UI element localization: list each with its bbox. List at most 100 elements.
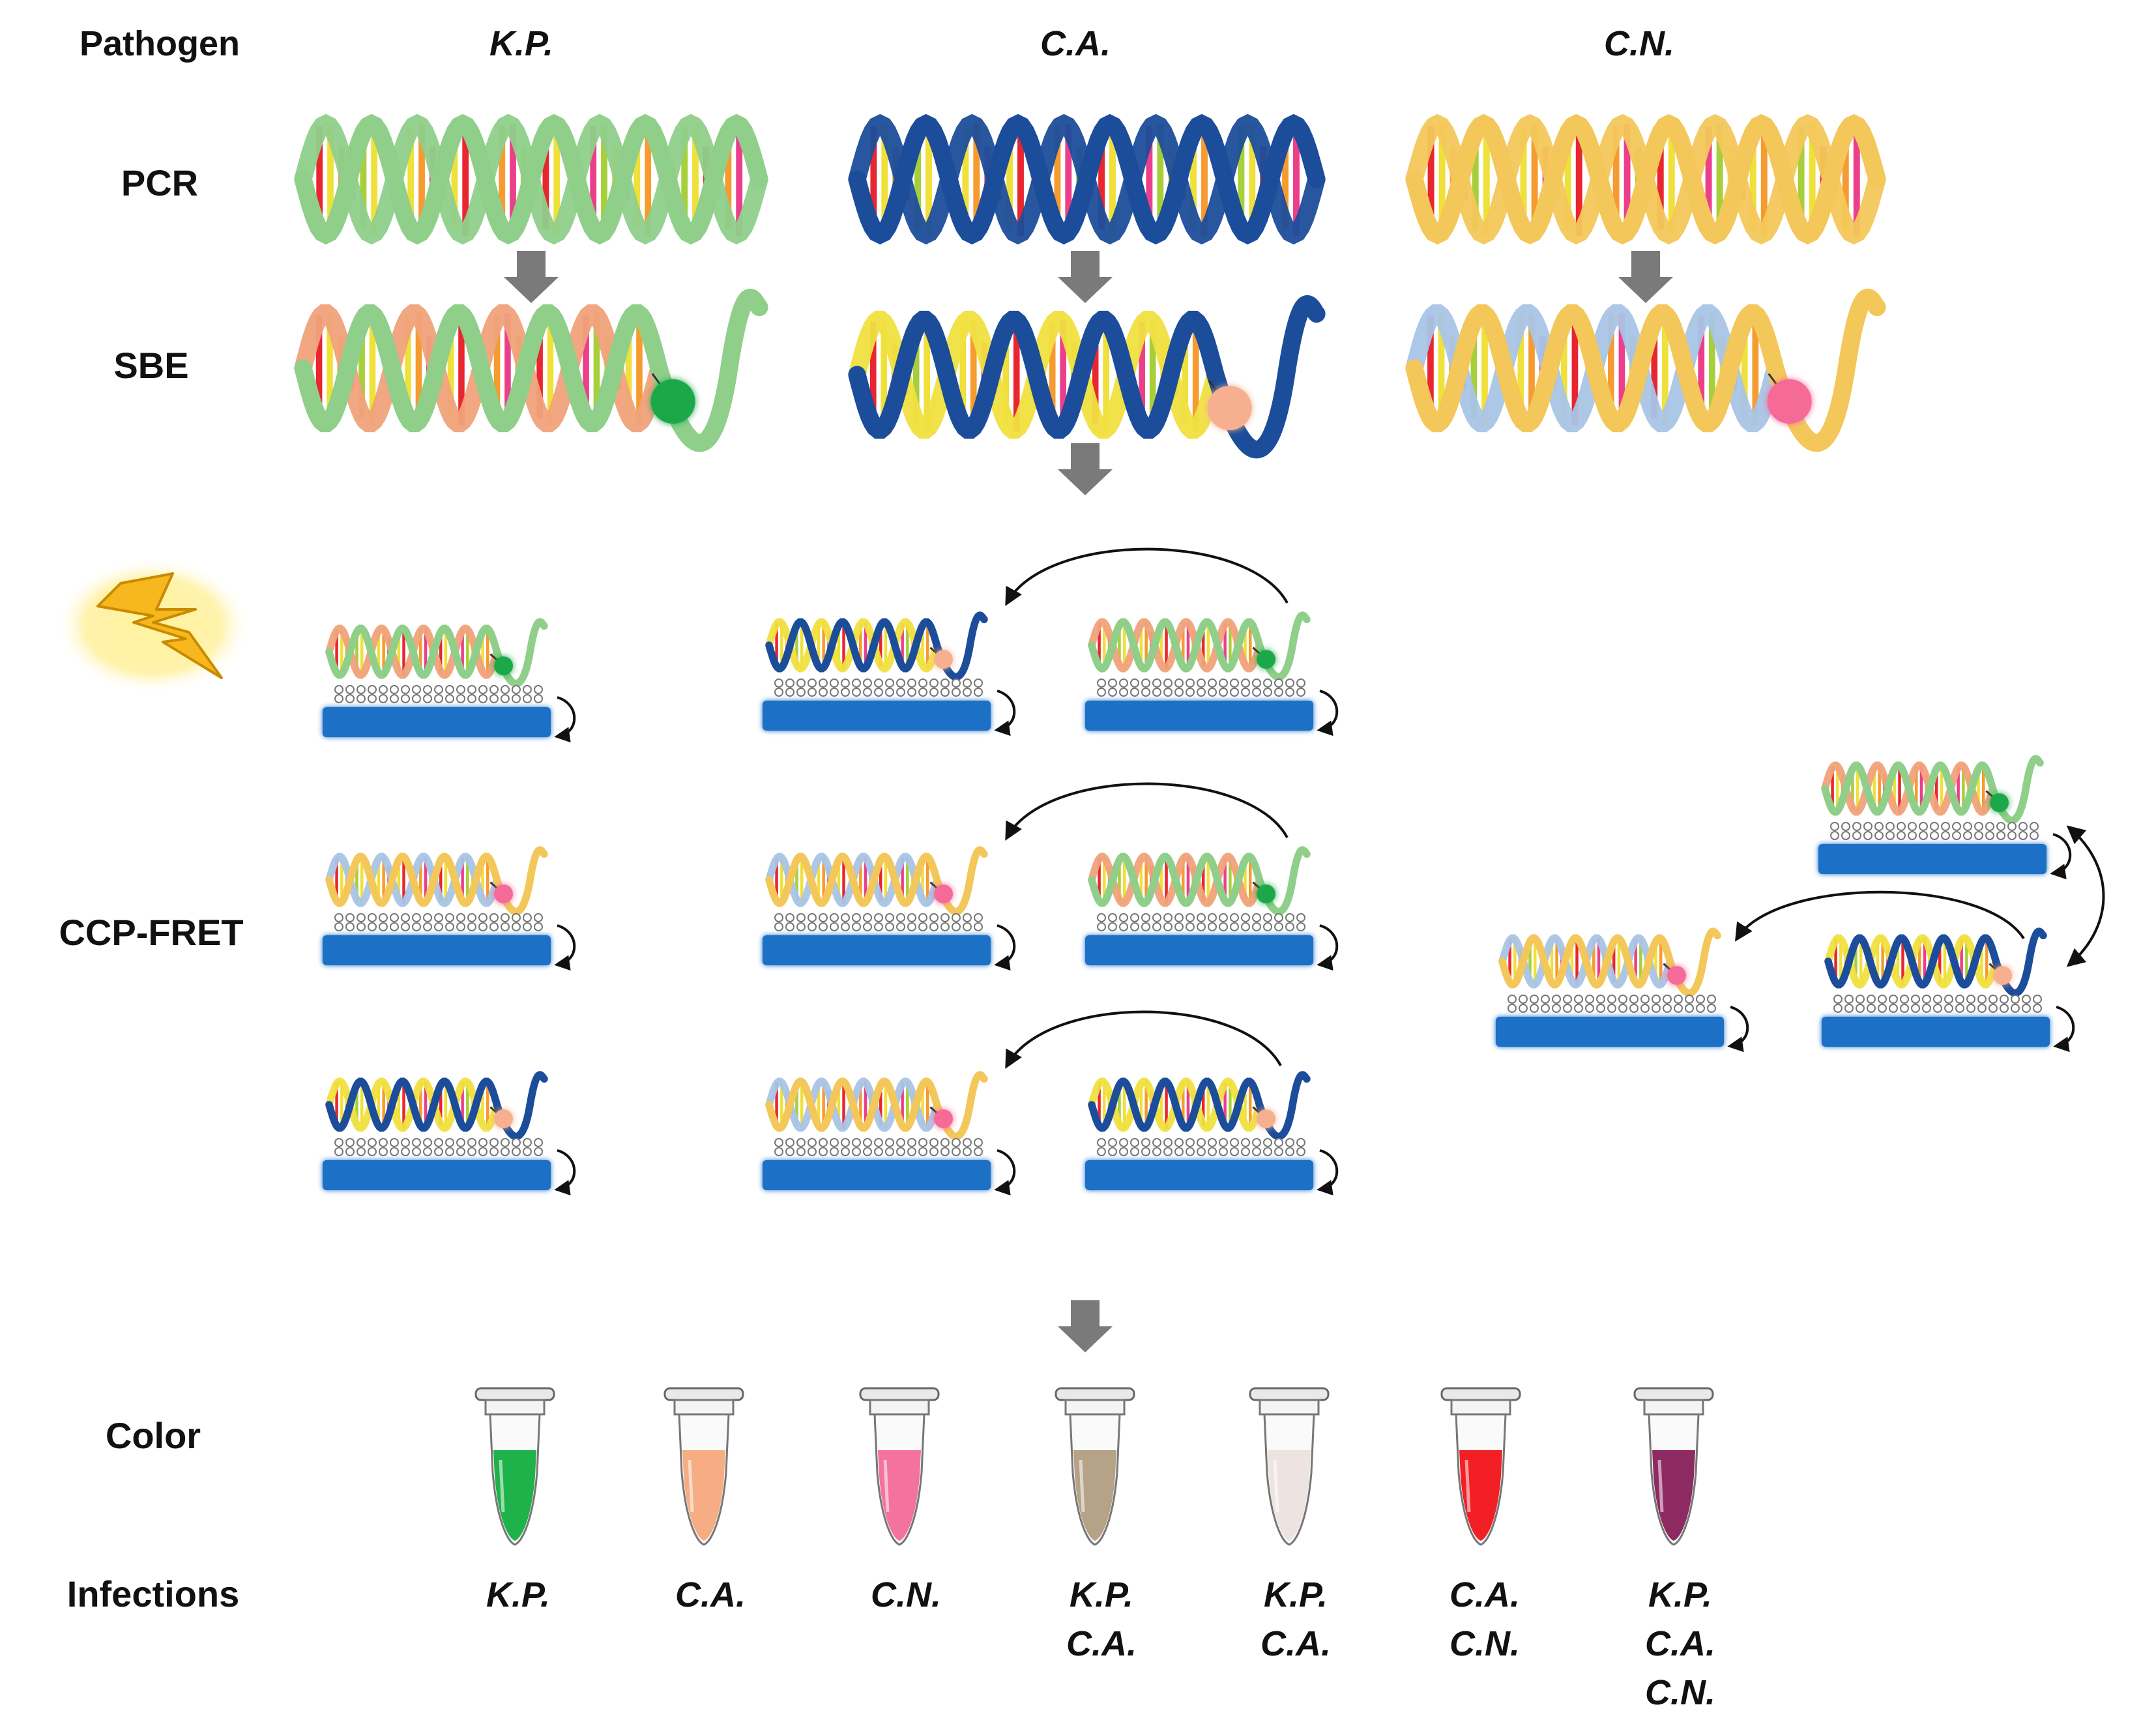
tube-7-liquid [1652, 1450, 1695, 1541]
ccp-triple-ca-helix-dye-dot [1993, 966, 2012, 985]
fret-arc-pair3 [1005, 1010, 1282, 1069]
ccp-pair2-kp-helix-dye-dot [1257, 884, 1275, 903]
ccp-pair1-kp [1085, 611, 1339, 736]
pathogen-header-kp: K.P. [489, 24, 553, 63]
ccp-triple-ca [1822, 927, 2075, 1053]
tube-1-liquid [493, 1450, 536, 1541]
pcr-helix-cn [1405, 113, 1886, 245]
ccp-triple-ca-helix [1824, 927, 2047, 997]
ccp-complex-cn [323, 846, 576, 971]
tube-2-liquid [682, 1450, 725, 1541]
ccp-complex-ca-helix-dye-dot [494, 1109, 513, 1128]
row-label-pathogen: Pathogen [80, 24, 240, 63]
tube-3-liquid [878, 1450, 921, 1541]
tube-2 [663, 1387, 744, 1546]
ccp-triple-cn-helix [1498, 927, 1721, 997]
infection-label-2: C.A. [675, 1575, 746, 1614]
infection-label-7a: K.P. [1648, 1575, 1712, 1614]
ccp-pair3-cn-polymer-bar [763, 1160, 991, 1190]
infection-label-5a: K.P. [1264, 1575, 1328, 1614]
pathogen-header-ca: C.A. [1040, 24, 1111, 63]
ccp-complex-kp [323, 618, 576, 743]
ccp-pair2-kp-polymer-bar [1085, 935, 1313, 965]
ccp-pair1-ca [763, 611, 1016, 736]
process-arrow-layer [504, 251, 1673, 1352]
ccp-complex-ca-helix [325, 1071, 548, 1141]
tube-layer [474, 1387, 1714, 1546]
ccp-pair3-ca-helix [1088, 1071, 1311, 1141]
pathogen-header-cn: C.N. [1604, 24, 1674, 63]
sbe-helix-kp [294, 289, 768, 452]
ccp-pair1-ca-helix [765, 611, 988, 681]
row-label-ccp-fret: CCP-FRET [59, 912, 243, 953]
ccp-pair1-kp-helix-dye-dot [1257, 650, 1275, 669]
infection-label-6b: C.N. [1449, 1624, 1520, 1663]
ccp-pair3-ca-polymer-bar [1085, 1160, 1313, 1190]
fret-arc-pair2 [1005, 782, 1289, 841]
ccp-complex-ca-polymer-bar [323, 1160, 551, 1190]
lightning-bolt-icon [55, 557, 251, 694]
row-label-infections: Infections [67, 1573, 239, 1614]
sbe-helix-cn [1405, 289, 1886, 452]
infection-label-3: C.N. [871, 1575, 941, 1614]
arrow-ccp-to-color [1058, 1300, 1113, 1352]
row-label-sbe: SBE [113, 345, 188, 386]
ccp-triple-ca-polymer-bar [1822, 1017, 2050, 1047]
infection-label-4a: K.P. [1070, 1575, 1133, 1614]
ccp-complex-cn-polymer-bar [323, 935, 551, 965]
fret-arc-pair1 [1005, 547, 1289, 606]
fret-arc-triple-vertical [2066, 825, 2105, 967]
arrow-pcr-to-sbe-cn [1618, 251, 1673, 303]
ccp-triple-cn-helix-dye-dot [1667, 966, 1686, 985]
infection-label-7b: C.A. [1645, 1624, 1715, 1663]
tube-1 [474, 1387, 555, 1546]
infection-label-6a: C.A. [1449, 1575, 1520, 1614]
ccp-triple-kp [1818, 755, 2072, 880]
ccp-pair2-kp [1085, 846, 1339, 971]
ccp-complex-cn-helix [325, 846, 548, 916]
arrow-sbe-to-ccp [1058, 443, 1113, 495]
tube-5-liquid [1268, 1450, 1311, 1541]
ccp-complex-ca [323, 1071, 576, 1196]
ccp-pair2-cn-helix [765, 846, 988, 916]
ccp-pair1-ca-helix-dye-dot [934, 650, 953, 669]
ccp-pair3-ca [1085, 1071, 1339, 1196]
tube-4-liquid [1073, 1450, 1116, 1541]
ccp-complex-cn-helix-dye-dot [494, 884, 513, 903]
infection-label-5b: C.A. [1260, 1624, 1331, 1663]
ccp-triple-kp-polymer-bar [1818, 844, 2047, 874]
pcr-helix-ca [848, 113, 1326, 245]
sbe-helix-kp-dye-dot [650, 379, 695, 424]
ccp-complex-kp-helix-dye-dot [494, 656, 513, 675]
infection-label-4b: C.A. [1066, 1624, 1137, 1663]
sbe-helix-ca-dye-dot [1207, 386, 1252, 430]
arrow-pcr-to-sbe-kp [504, 251, 559, 303]
ccp-pair3-cn-helix [765, 1071, 988, 1141]
ccp-pair2-kp-helix [1088, 846, 1311, 916]
ccp-triple-kp-helix [1821, 755, 2044, 824]
ccp-triple-cn-polymer-bar [1496, 1017, 1724, 1047]
ccp-pair1-ca-polymer-bar [763, 701, 991, 731]
dna-helix-layer [294, 113, 1886, 459]
ccp-complex-kp-helix [325, 618, 548, 688]
fret-arc-triple-horizontal [1734, 890, 2025, 942]
tube-7 [1633, 1387, 1714, 1546]
sbe-helix-ca [848, 295, 1326, 459]
tube-6-liquid [1459, 1450, 1502, 1541]
ccp-pair3-cn-helix-dye-dot [934, 1109, 953, 1128]
sbe-helix-cn-dye-dot [1767, 379, 1812, 424]
ccp-complex-layer [323, 547, 2105, 1196]
pcr-helix-kp [294, 113, 768, 245]
ccp-triple-kp-helix-dye-dot [1990, 793, 2009, 812]
ccp-pair1-kp-polymer-bar [1085, 701, 1313, 731]
tube-3 [859, 1387, 940, 1546]
arrow-pcr-to-sbe-ca [1058, 251, 1113, 303]
tube-5 [1249, 1387, 1330, 1546]
tube-6 [1440, 1387, 1521, 1546]
ccp-pair2-cn-polymer-bar [763, 935, 991, 965]
ccp-pair2-cn [763, 846, 1016, 971]
ccp-pair1-kp-helix [1088, 611, 1311, 681]
ccp-complex-kp-polymer-bar [323, 707, 551, 737]
ccp-triple-cn [1496, 927, 1749, 1053]
